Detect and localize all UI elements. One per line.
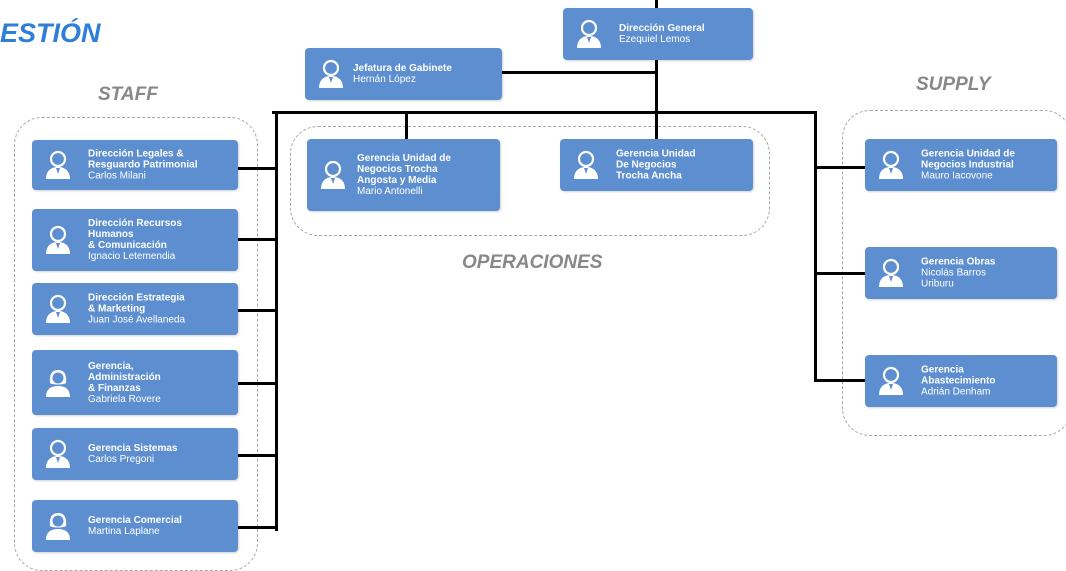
node-title: Dirección Estrategia & Marketing [88,292,185,315]
connector-line [655,0,658,8]
person-male-icon [317,59,345,89]
node-title: Gerencia Unidad De Negocios Trocha Ancha [616,148,696,182]
supply-group-label: SUPPLY [916,74,991,95]
connector-line [238,167,277,170]
connector-line [502,71,657,74]
connector-line [238,526,277,529]
person-male-icon [877,150,905,180]
person-male-icon [572,150,600,180]
page-title: ESTIÓN [0,18,101,48]
node-title: Gerencia, Administración & Finanzas [88,360,161,394]
connector-line [238,454,277,457]
person-male-icon [44,150,72,180]
node-title: Gerencia Unidad de Negocios Trocha Angos… [357,153,451,186]
connector-line [238,238,277,241]
node-person: Ezequiel Lemos [619,34,691,45]
org-node-legales: Dirección Legales & Resguardo Patrimonia… [32,140,238,190]
node-title: Gerencia Abastecimiento [921,364,996,387]
org-node-trocha-ancha: Gerencia Unidad De Negocios Trocha Ancha [560,139,753,191]
connector-line [655,60,658,114]
node-title: Gerencia Comercial [88,515,182,526]
node-person: Carlos Pregoni [88,454,155,465]
person-female-icon [44,368,72,398]
person-male-icon [44,294,72,324]
node-title: Jefatura de Gabinete [353,63,452,74]
connector-line [815,379,865,382]
node-person: Ignacio Letemendia [88,251,176,262]
org-node-recursos-humanos: Dirección Recursos Humanos & Comunicació… [32,209,238,271]
node-person: Carlos Milani [88,170,146,182]
node-title: Gerencia Obras [921,256,996,268]
person-female-icon [44,511,72,541]
node-person: Mauro Iacovone [921,170,993,182]
org-node-trocha-angosta: Gerencia Unidad de Negocios Trocha Angos… [307,139,500,211]
node-person: Martina Laplane [88,526,160,537]
node-person: Nicolás Barros Uriburu [921,267,987,290]
connector-line [405,111,408,139]
node-title: Dirección General [619,23,705,34]
person-male-icon [44,225,72,255]
node-person: Hernán López [353,74,416,85]
connector-line [272,111,817,114]
connector-line [238,382,277,385]
person-male-icon [575,19,603,49]
staff-group-label: STAFF [98,84,158,105]
node-title: Dirección Recursos Humanos & Comunicació… [88,218,182,251]
operaciones-group-frame [290,126,770,236]
node-person: Gabriela Rovere [88,393,161,405]
node-person: Juan José Avellaneda [88,314,186,326]
node-person: Adrián Denham [921,386,991,398]
node-title: Gerencia Unidad de Negocios Industrial [921,148,1015,171]
operaciones-group-label: OPERACIONES [462,252,603,273]
node-title: Dirección Legales & Resguardo Patrimonia… [88,148,198,171]
connector-line [814,111,817,382]
person-male-icon [44,439,72,469]
node-title: Gerencia Sistemas [88,443,178,454]
connector-line [815,272,865,275]
connector-line [275,111,278,531]
person-male-icon [877,258,905,288]
connector-line [238,309,277,312]
person-male-icon [877,366,905,396]
connector-line [815,166,865,169]
person-male-icon [319,160,347,190]
connector-line [655,111,658,139]
node-person: Mario Antonelli [357,186,423,197]
